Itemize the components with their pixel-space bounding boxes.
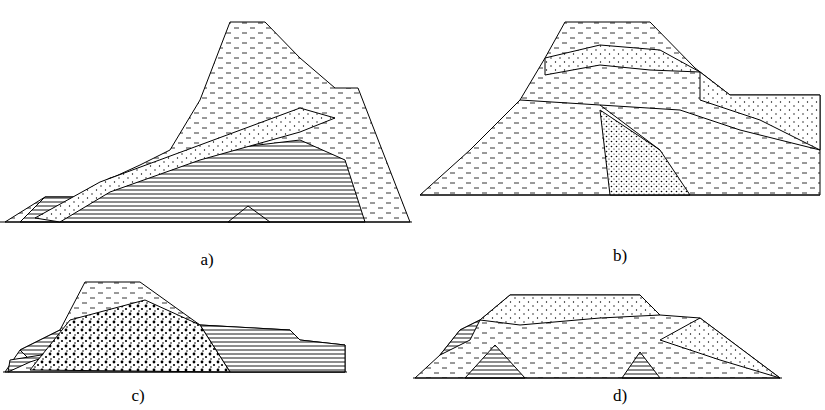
figure-label: a) <box>200 250 213 270</box>
figure-label: b) <box>613 246 627 266</box>
figure-label: c) <box>131 386 144 406</box>
figure-label: d) <box>613 386 627 406</box>
